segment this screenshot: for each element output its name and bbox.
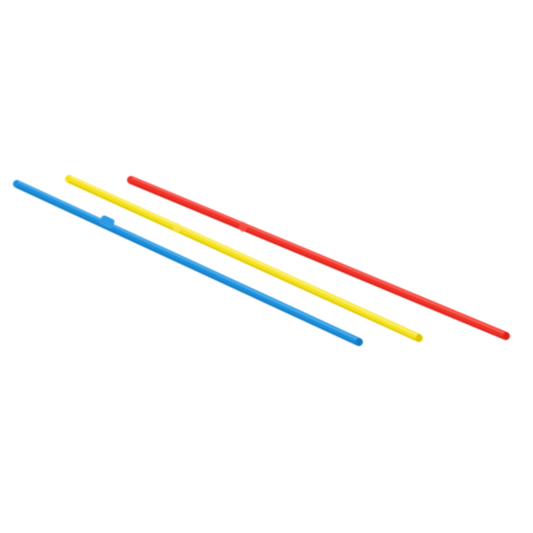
- blue-straw: [13, 180, 363, 346]
- blue-straw-joint: [99, 215, 115, 229]
- blue-straw-shadow: [16, 186, 359, 346]
- red-straw-end-opening: [503, 332, 509, 340]
- yellow-straw-shadow: [68, 181, 419, 342]
- red-straw-shadow: [130, 182, 506, 340]
- blue-straw-highlight: [18, 181, 358, 340]
- yellow-straw-body: [65, 175, 423, 342]
- yellow-straw-joint: [173, 223, 181, 233]
- yellow-straw-highlight: [70, 176, 418, 336]
- red-straw-joint: [239, 222, 247, 232]
- blue-straw-end-opening: [356, 338, 362, 346]
- yellow-straw-end-opening: [416, 334, 422, 342]
- red-straw-highlight: [132, 177, 505, 334]
- red-straw: [127, 176, 510, 340]
- yellow-straw: [65, 175, 423, 342]
- red-straw-body: [127, 176, 510, 340]
- blue-straw-body: [13, 180, 363, 346]
